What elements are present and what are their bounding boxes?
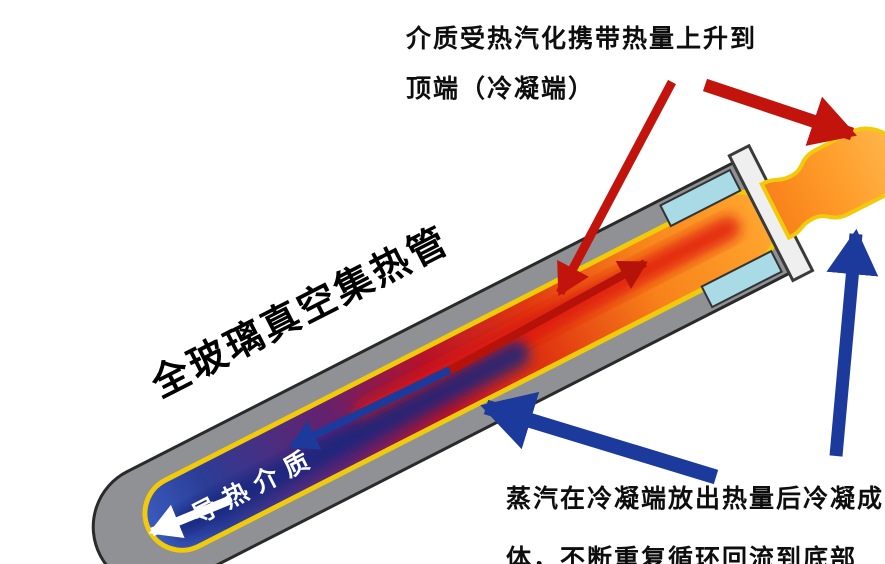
heat-to-condenser-arrow-icon bbox=[702, 78, 857, 146]
caption-top-line1: 介质受热汽化携带热量上升到 bbox=[405, 24, 757, 53]
vaporize-arrow-icon bbox=[556, 79, 676, 297]
liquid-bottom-arrow-icon bbox=[148, 495, 232, 539]
caption-bottom-line1: 蒸汽在冷凝端放出热量后冷凝成 bbox=[506, 484, 884, 513]
spacer-top bbox=[659, 168, 742, 228]
condense-callout-arrow-icon bbox=[480, 391, 719, 485]
cold-liquid-streak bbox=[169, 341, 530, 537]
arrows-layer bbox=[148, 78, 879, 539]
condenser-up-arrow-icon bbox=[826, 228, 879, 457]
caption-bottom-line2: 体，不断重复循环回流到底部 bbox=[506, 544, 857, 564]
vapor-rise-arrow-icon bbox=[438, 259, 648, 380]
spacer-bottom bbox=[700, 249, 784, 309]
caption-top-line2: 顶端（冷凝端） bbox=[406, 74, 595, 103]
liquid-return-arrow-icon bbox=[289, 366, 452, 450]
condenser-bulb bbox=[759, 126, 885, 241]
